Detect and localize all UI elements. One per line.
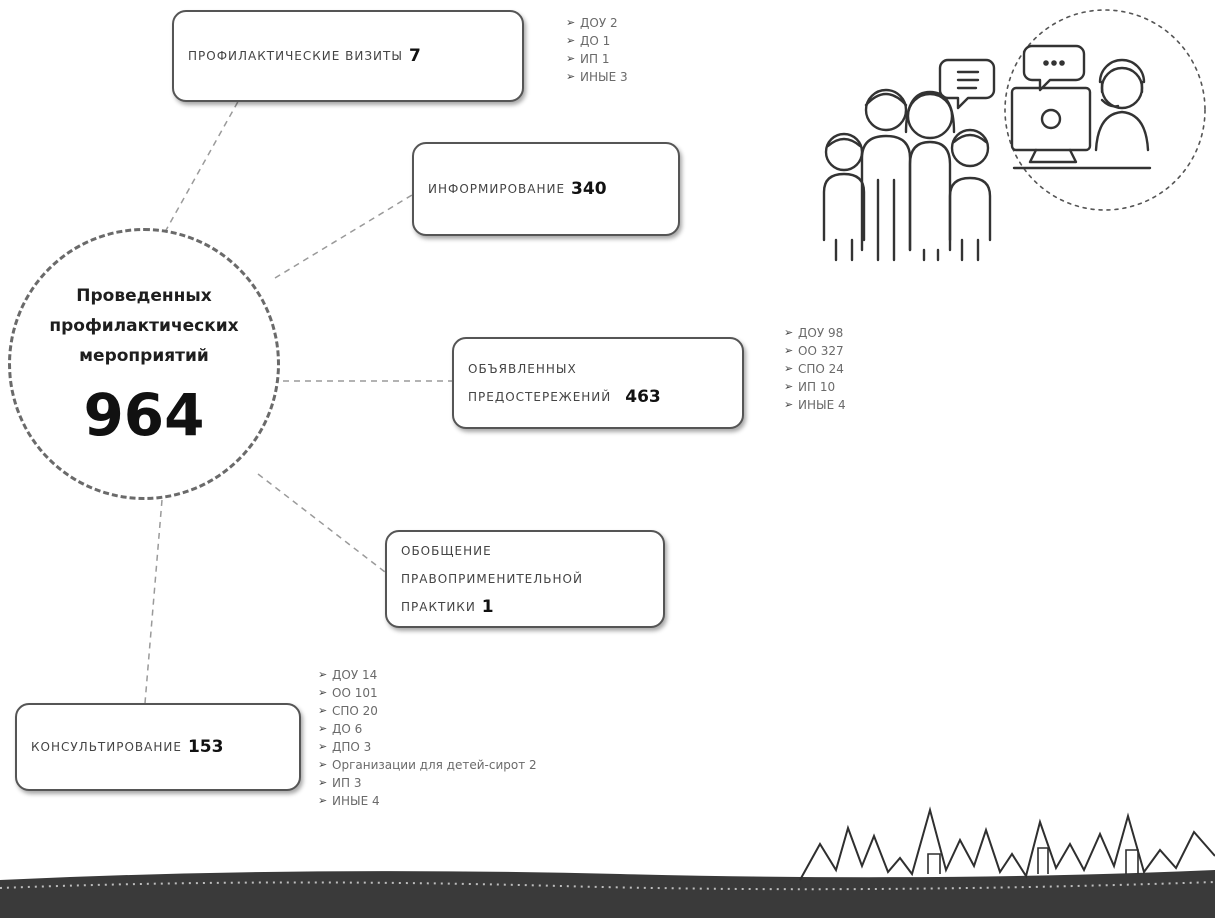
generalization-label-row: ПРАКТИКИ 1: [401, 593, 494, 621]
arrowhead-bullet-icon: ➢: [318, 776, 328, 789]
skyline-silhouette: [799, 806, 1215, 881]
visits-box: ПРОФИЛАКТИЧЕСКИЕ ВИЗИТЫ 7: [172, 10, 524, 102]
arrowhead-bullet-icon: ➢: [318, 704, 328, 717]
warnings-value: 463: [625, 387, 661, 407]
visits-value: 7: [408, 46, 421, 66]
list-item: ➢СПО 24: [784, 362, 844, 376]
connector-consulting: [144, 499, 163, 704]
arrowhead-bullet-icon: ➢: [784, 326, 794, 339]
list-item: ➢ИНЫЕ 4: [784, 398, 846, 412]
warnings-label-row: ПРЕДОСТЕРЕЖЕНИЙ 463: [468, 383, 661, 411]
informing-value: 340: [571, 179, 607, 199]
consulting-breakdown: ➢ДОУ 14 ➢ОО 101 ➢СПО 20 ➢ДО 6 ➢ДПО 3 ➢Ор…: [318, 666, 537, 810]
arrowhead-bullet-icon: ➢: [566, 16, 576, 29]
list-item: ➢СПО 20: [318, 704, 378, 718]
list-item: ➢ДО 6: [318, 722, 363, 736]
arrowhead-bullet-icon: ➢: [318, 794, 328, 807]
generalization-value: 1: [481, 597, 494, 617]
city-skyline-decoration: [0, 806, 1215, 918]
generalization-label-line-1: ОБОБЩЕНИЕ: [401, 544, 492, 558]
list-item: ➢ИНЫЕ 4: [318, 794, 380, 808]
list-item: ➢ДПО 3: [318, 740, 372, 754]
family-with-online-consultant-illustration: [822, 9, 1206, 262]
list-item: ➢ОО 327: [784, 344, 844, 358]
arrowhead-bullet-icon: ➢: [784, 398, 794, 411]
hub-title-line-2: профилактических: [49, 316, 239, 336]
warnings-label-line-1: ОБЪЯВЛЕННЫХ: [468, 362, 577, 376]
arrowhead-bullet-icon: ➢: [318, 740, 328, 753]
hub-total: 964: [83, 381, 205, 449]
generalization-box: ОБОБЩЕНИЕ ПРАВОПРИМЕНИТЕЛЬНОЙ ПРАКТИКИ 1: [385, 530, 665, 628]
warnings-breakdown: ➢ДОУ 98 ➢ОО 327 ➢СПО 24 ➢ИП 10 ➢ИНЫЕ 4: [784, 324, 846, 414]
list-item: ➢ИНЫЕ 3: [566, 70, 628, 84]
informing-box: ИНФОРМИРОВАНИЕ 340: [412, 142, 680, 236]
arrowhead-bullet-icon: ➢: [318, 686, 328, 699]
arrowhead-bullet-icon: ➢: [566, 34, 576, 47]
arrowhead-bullet-icon: ➢: [566, 70, 576, 83]
hub-title-line-3: мероприятий: [79, 346, 209, 366]
connector-visits: [164, 97, 241, 233]
total-events-circle: Проведенных профилактических мероприятий…: [8, 228, 280, 500]
connector-informing: [274, 194, 413, 279]
list-item: ➢ДОУ 14: [318, 668, 378, 682]
list-item: ➢ДОУ 2: [566, 16, 618, 30]
list-item: ➢ДО 1: [566, 34, 611, 48]
list-item: ➢ИП 3: [318, 776, 362, 790]
visits-breakdown: ➢ДОУ 2 ➢ДО 1 ➢ИП 1 ➢ИНЫЕ 3: [566, 14, 628, 86]
warnings-label-line-2: ПРЕДОСТЕРЕЖЕНИЙ: [468, 390, 612, 404]
arrowhead-bullet-icon: ➢: [566, 52, 576, 65]
hub-title: Проведенных профилактических мероприятий: [24, 281, 264, 371]
arrowhead-bullet-icon: ➢: [318, 758, 328, 771]
list-item: ➢Организации для детей-сирот 2: [318, 758, 537, 772]
visits-label: ПРОФИЛАКТИЧЕСКИЕ ВИЗИТЫ: [188, 49, 403, 63]
arrowhead-bullet-icon: ➢: [784, 380, 794, 393]
consulting-value: 153: [187, 737, 224, 757]
generalization-label-line-2: ПРАВОПРИМЕНИТЕЛЬНОЙ: [401, 572, 583, 586]
ground-band: [0, 870, 1215, 918]
arrowhead-bullet-icon: ➢: [318, 668, 328, 681]
connector-generalization: [257, 473, 386, 573]
consulting-box: КОНСУЛЬТИРОВАНИЕ 153: [15, 703, 301, 791]
ground-band-texture: [0, 881, 1215, 891]
arrowhead-bullet-icon: ➢: [784, 344, 794, 357]
list-item: ➢ОО 101: [318, 686, 378, 700]
warnings-box: ОБЪЯВЛЕННЫХ ПРЕДОСТЕРЕЖЕНИЙ 463: [452, 337, 744, 429]
informing-label: ИНФОРМИРОВАНИЕ: [428, 182, 566, 196]
list-item: ➢ИП 10: [784, 380, 836, 394]
arrowhead-bullet-icon: ➢: [784, 362, 794, 375]
consulting-label: КОНСУЛЬТИРОВАНИЕ: [31, 740, 182, 754]
list-item: ➢ИП 1: [566, 52, 610, 66]
arrowhead-bullet-icon: ➢: [318, 722, 328, 735]
hub-title-line-1: Проведенных: [76, 286, 212, 306]
list-item: ➢ДОУ 98: [784, 326, 844, 340]
generalization-label-line-3: ПРАКТИКИ: [401, 600, 476, 614]
